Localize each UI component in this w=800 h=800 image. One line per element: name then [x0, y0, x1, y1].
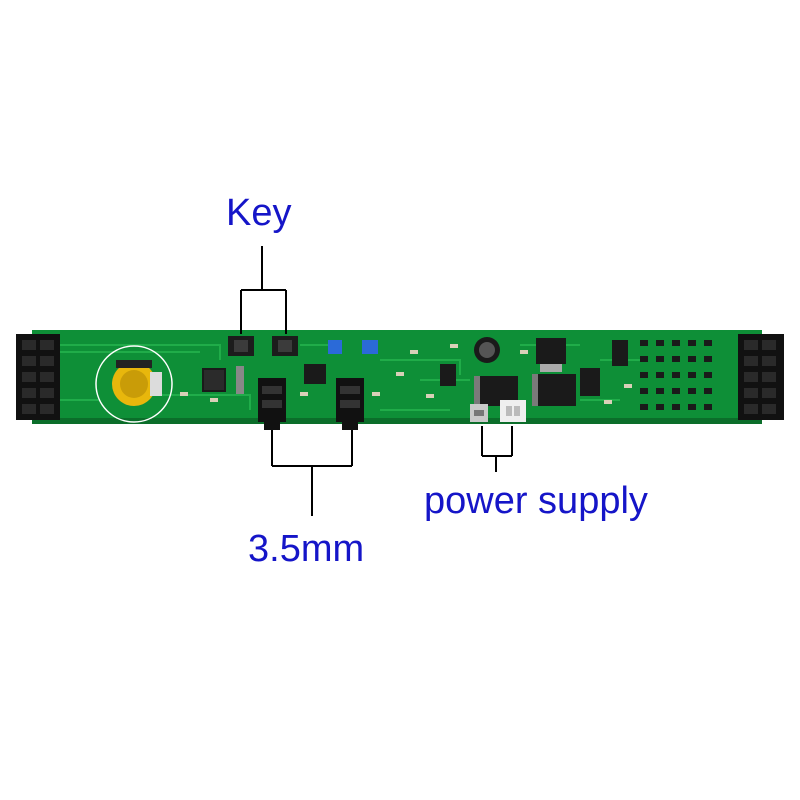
key-switch-1: [228, 336, 254, 356]
power-supply-label: power supply: [424, 480, 648, 522]
voltage-regulator: [536, 338, 566, 372]
key-label: Key: [226, 192, 292, 234]
coin-cell-battery: [95, 345, 173, 423]
ic-chip-3: [440, 364, 456, 386]
pcb-edge-shadow: [32, 418, 762, 424]
key-leader-line: [240, 246, 287, 334]
ic-chip-1: [202, 368, 226, 392]
key-switch-2: [272, 336, 298, 356]
audio-jack-2: [336, 378, 364, 430]
inductor: [474, 337, 500, 363]
pcb-board: [16, 330, 784, 430]
usb-power-connector: [470, 404, 488, 422]
electrolytic-capacitor-2: [532, 374, 576, 406]
audio-jack-label: 3.5mm: [248, 528, 365, 570]
right-pin-header: [738, 334, 784, 420]
ic-chip-2: [304, 364, 326, 384]
smd-components: [180, 344, 632, 404]
key-switch-actuator: [236, 366, 244, 394]
audio-jack-leader-line: [271, 430, 353, 516]
trim-pot-1: [328, 340, 342, 354]
audio-jack-1: [258, 378, 286, 430]
power-header-connector: [500, 400, 526, 422]
ic-chip-4: [580, 368, 600, 396]
trim-pot-2: [362, 340, 378, 354]
left-pin-header: [16, 334, 60, 420]
ic-chip-5: [612, 340, 628, 366]
power-supply-leader-line: [481, 426, 513, 472]
led-array: [640, 340, 712, 410]
